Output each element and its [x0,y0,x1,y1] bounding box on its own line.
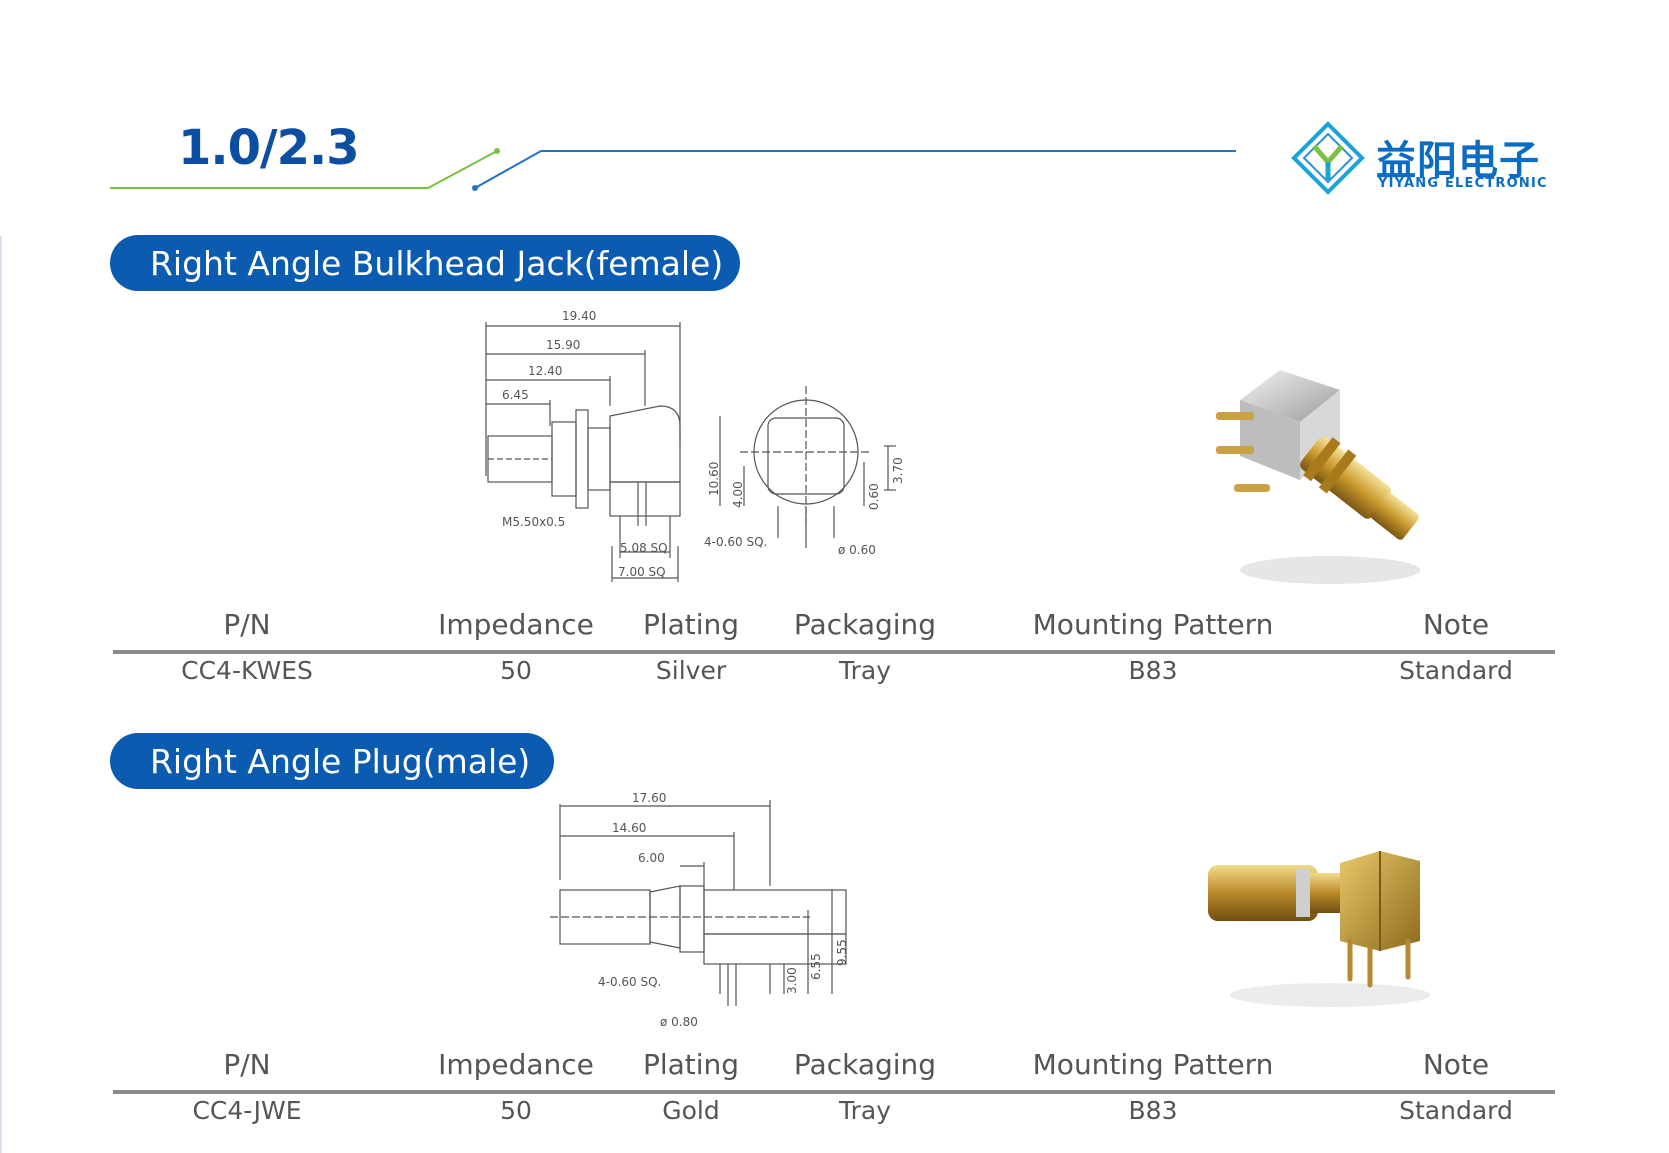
col-header-mounting: Mounting Pattern [1032,1048,1274,1081]
table-header-row: P/N Impedance Plating Packaging Mounting… [113,1048,1555,1088]
jack-technical-drawing: 19.40 15.90 12.40 6.45 M5.50x0.5 5.08 SQ… [470,306,940,600]
col-header-pn: P/N [223,1048,271,1081]
dim-label: 4-0.60 SQ. [598,975,661,989]
logo-english-text: YIYANG ELECTRONIC [1378,176,1548,191]
col-header-packaging: Packaging [793,1048,937,1081]
dim-label: 9.55 [835,939,849,966]
col-header-packaging: Packaging [793,608,937,641]
col-header-impedance: Impedance [438,1048,594,1081]
col-header-pn: P/N [223,608,271,641]
dim-label: ø 0.60 [838,543,876,557]
dim-label: 19.40 [562,309,596,323]
dim-label: 7.00 SQ [618,565,666,579]
header-decor-lines [110,148,1236,191]
cell-note: Standard [1399,1096,1513,1125]
table-divider [113,1090,1555,1094]
dim-label: 17.60 [632,791,666,805]
dim-label: 3.70 [891,457,905,484]
cell-note: Standard [1399,656,1513,685]
dim-label: 14.60 [612,821,646,835]
dim-label: 4.00 [731,481,745,508]
cell-pn: CC4-JWE [192,1096,302,1125]
table-row: CC4-JWE 50 Gold Tray B83 Standard [113,1096,1555,1136]
series-title: 1.0/2.3 [178,120,360,176]
cell-mounting: B83 [1128,1096,1178,1125]
dim-label: 3.00 [785,967,799,994]
col-header-plating: Plating [642,1048,740,1081]
dim-label: ø 0.80 [660,1015,698,1029]
col-header-note: Note [1422,1048,1490,1081]
dim-label: 0.60 [867,483,881,510]
table-header-row: P/N Impedance Plating Packaging Mounting… [113,608,1555,648]
plug-technical-drawing: 17.60 14.60 6.00 4-0.60 SQ. ø 0.80 3.00 … [550,790,870,1044]
cell-plating: Gold [662,1096,720,1125]
company-logo: 益阳电子 YIYANG ELECTRONIC [1290,120,1560,200]
dim-label: 10.60 [707,462,721,496]
cell-packaging: Tray [839,1096,891,1125]
cell-impedance: 50 [500,1096,532,1125]
cell-mounting: B83 [1128,656,1178,685]
logo-diamond-icon [1291,121,1365,195]
table-divider [113,650,1555,654]
logo-chinese-text: 益阳电子 [1376,138,1540,184]
cell-impedance: 50 [500,656,532,685]
cell-packaging: Tray [839,656,891,685]
dim-label: 6.55 [809,953,823,980]
dim-label: 12.40 [528,364,562,378]
section-title-plug: Right Angle Plug(male) [110,733,554,789]
table-row: CC4-KWES 50 Silver Tray B83 Standard [113,656,1555,696]
dim-label: M5.50x0.5 [502,515,565,529]
dim-label: 6.00 [638,851,665,865]
col-header-note: Note [1422,608,1490,641]
plug-product-photo [1200,845,1440,1019]
section-title-bulkhead-jack: Right Angle Bulkhead Jack(female) [110,235,740,291]
cell-pn: CC4-KWES [181,656,313,685]
col-header-impedance: Impedance [438,608,594,641]
jack-product-photo [1200,360,1440,604]
page-left-edge [0,236,2,1153]
dim-label: 4-0.60 SQ. [704,535,767,549]
cell-plating: Silver [655,656,727,685]
dim-label: 6.45 [502,388,529,402]
col-header-plating: Plating [642,608,740,641]
col-header-mounting: Mounting Pattern [1032,608,1274,641]
dim-label: 5.08 SQ [620,541,668,555]
dim-label: 15.90 [546,338,580,352]
